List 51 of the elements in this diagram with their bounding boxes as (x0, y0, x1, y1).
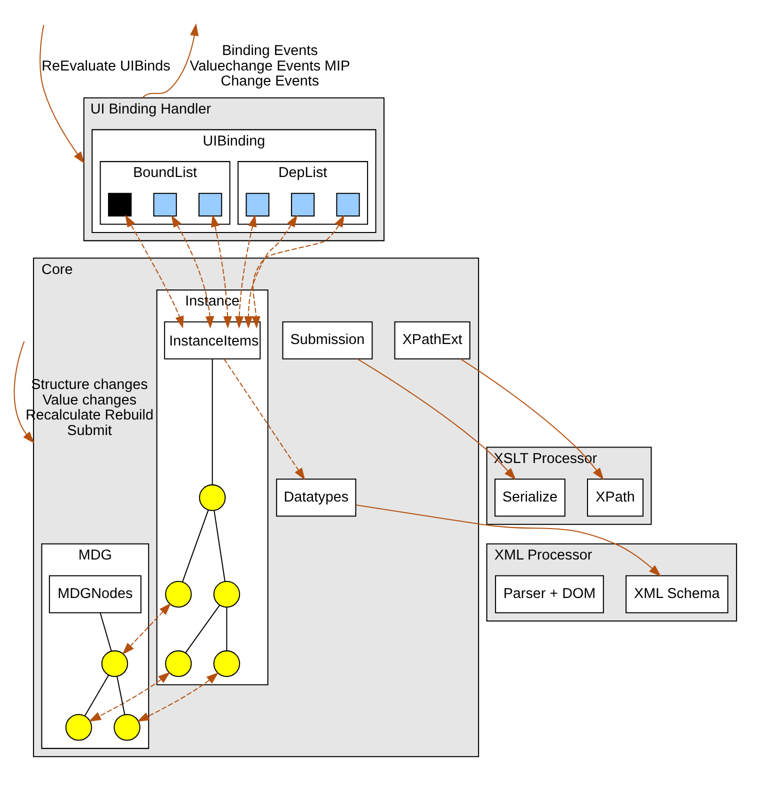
node-box (336, 192, 360, 217)
node-box (108, 192, 132, 217)
node-circle (165, 580, 192, 608)
cluster: BoundList (100, 161, 230, 225)
node-box (290, 192, 315, 217)
node-circle (213, 580, 240, 608)
arrow (125, 214, 184, 329)
node-box (198, 192, 222, 217)
node-circle (199, 484, 226, 512)
node-box: XML Schema (626, 575, 728, 614)
arrow (210, 214, 232, 329)
node-circle (65, 714, 92, 741)
connector (226, 607, 228, 651)
edge-label: ReEvaluate UIBinds (42, 58, 170, 74)
cluster: DepList (238, 161, 368, 225)
arrow (460, 358, 604, 480)
connector (84, 674, 110, 716)
edge-label: Binding Events Valuechange Events MIP Change Events (190, 42, 350, 90)
arrow (356, 504, 662, 577)
connector (212, 358, 213, 485)
node-circle (213, 650, 240, 677)
connector (182, 510, 209, 582)
arrow (122, 602, 172, 655)
connector (185, 604, 220, 653)
node-circle (114, 714, 140, 741)
connector (214, 510, 226, 582)
node-box: Serialize (494, 478, 566, 517)
connector (100, 612, 112, 652)
node-box: Datatypes (276, 478, 356, 517)
arrow (88, 672, 170, 722)
node-circle (101, 650, 128, 677)
node-box: Submission (282, 321, 373, 360)
arrow (40, 24, 85, 164)
arrow (234, 214, 257, 329)
node-box: InstanceItems (164, 321, 261, 360)
node-box: XPath (587, 478, 644, 517)
arrow (14, 341, 35, 444)
arrow (142, 23, 199, 98)
connector (116, 676, 126, 715)
arrow (224, 358, 306, 480)
node-box: XPathExt (394, 321, 470, 360)
arrow (357, 358, 516, 480)
node-circle (165, 650, 192, 677)
node-box: Parser + DOM (495, 575, 604, 614)
node-box: MDGNodes (48, 575, 142, 614)
arrow (136, 672, 219, 722)
arrow (244, 214, 298, 329)
arrow (252, 214, 345, 329)
arrow (171, 214, 214, 329)
node-box (153, 192, 177, 217)
node-box (246, 192, 270, 217)
